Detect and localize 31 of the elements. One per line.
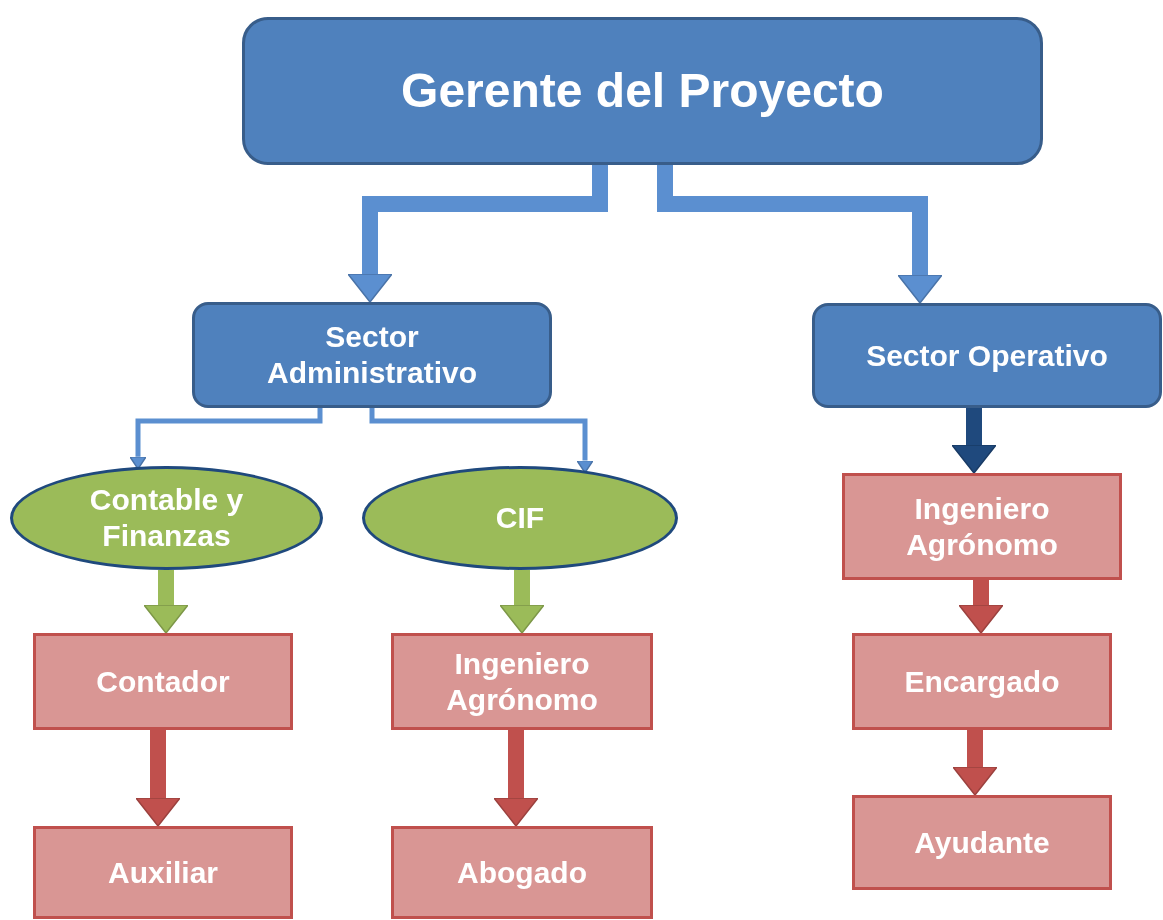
arrow: [493, 730, 539, 827]
node-label: Sector Administrativo: [266, 319, 478, 391]
node-label: Ingeniero Agrónomo: [905, 490, 1059, 563]
role-box: [852, 795, 1112, 890]
arrow: [657, 165, 943, 304]
arrow: [143, 570, 189, 634]
role-box: [33, 826, 293, 919]
node-label: Ayudante: [913, 824, 1051, 861]
role-box: [33, 633, 293, 730]
arrow: [952, 730, 998, 796]
arrow: [951, 408, 997, 474]
node-label: Contador: [95, 663, 231, 700]
node-label: Auxiliar: [106, 854, 219, 891]
node-label: Abogado: [456, 854, 588, 891]
node-label: CIF: [494, 500, 546, 536]
node-label: Ingeniero Agrónomo: [445, 645, 599, 718]
role-box: [852, 633, 1112, 730]
role-box: [842, 473, 1122, 580]
node-label: Sector Operativo: [865, 337, 1109, 374]
department-box: [812, 303, 1162, 408]
arrow: [958, 580, 1004, 634]
node-label: Gerente del Proyecto: [400, 63, 885, 120]
arrow: [347, 165, 608, 303]
arrow: [499, 570, 545, 634]
node-label: Contable y Finanzas: [88, 482, 245, 554]
node-label: Encargado: [903, 663, 1061, 700]
department-box: [242, 17, 1043, 165]
department-box: [192, 302, 552, 408]
role-box: [391, 633, 653, 730]
role-box: [391, 826, 653, 919]
arrow: [135, 730, 181, 827]
